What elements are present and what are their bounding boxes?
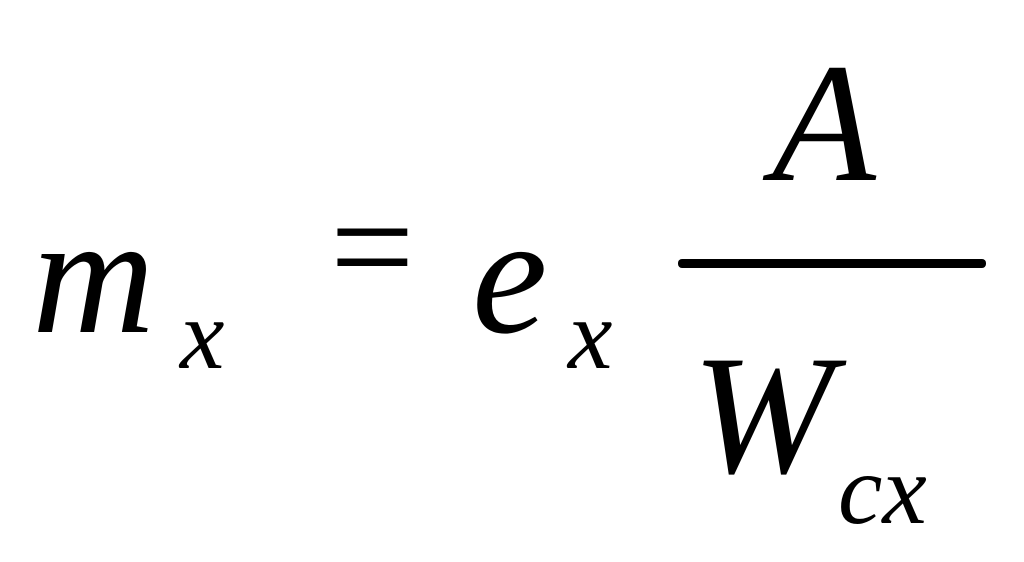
coefficient-subscript: x <box>568 279 613 390</box>
lhs-base-symbol: m <box>32 181 155 369</box>
fraction-numerator: A <box>772 29 876 217</box>
fraction-bar <box>678 259 986 268</box>
equals-sign: = <box>330 164 415 330</box>
coefficient-base-symbol: e <box>472 181 548 369</box>
denominator-subscript: cx <box>838 434 927 545</box>
denominator-base-symbol: W <box>692 321 834 509</box>
lhs-subscript: x <box>180 279 225 390</box>
